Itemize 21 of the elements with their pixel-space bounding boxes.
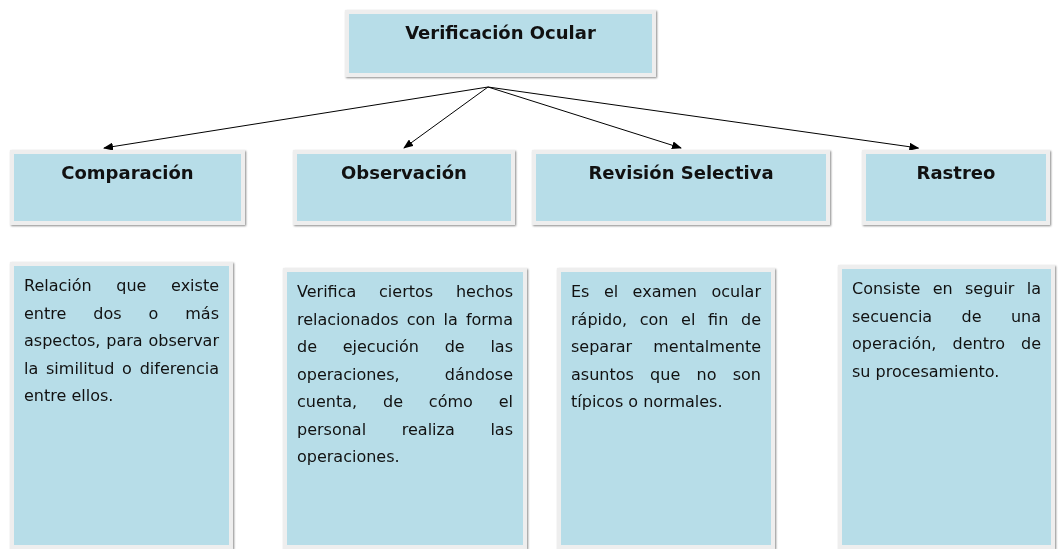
- text-box: [557, 268, 775, 549]
- heading-text: Revisión Selectiva: [587, 161, 775, 183]
- description-text: Es el examen ocular rápido, con el fin de separar mentalmente asuntos que no son típicos o normales.: [570, 281, 762, 413]
- heading-text: Rastreo: [915, 161, 997, 183]
- heading-box: [10, 150, 245, 225]
- arrow: [103, 86, 489, 151]
- arrow: [403, 86, 489, 149]
- description-text: Relación que existe entre dos o más aspectos, para observar la similitud o diferencia entre ellos.: [23, 275, 220, 407]
- heading-text: Verificación Ocular: [404, 21, 597, 43]
- text-box: [283, 268, 527, 549]
- heading-text: Observación: [340, 161, 468, 183]
- text-box: [838, 265, 1055, 549]
- heading-box: [293, 150, 515, 225]
- heading-text: Comparación: [60, 161, 195, 183]
- heading-box: [862, 150, 1050, 225]
- arrow: [487, 86, 920, 151]
- heading-box: [532, 150, 830, 225]
- description-text: Verifica ciertos hechos relacionados con la forma de ejecución de las operaciones, dándose cuenta, de cómo el personal realiza las operaciones.: [296, 281, 514, 468]
- heading-box: [345, 10, 656, 77]
- text-box: [10, 262, 233, 549]
- description-text: Consiste en seguir la secuencia de una operación, dentro de su procesamiento.: [851, 278, 1042, 383]
